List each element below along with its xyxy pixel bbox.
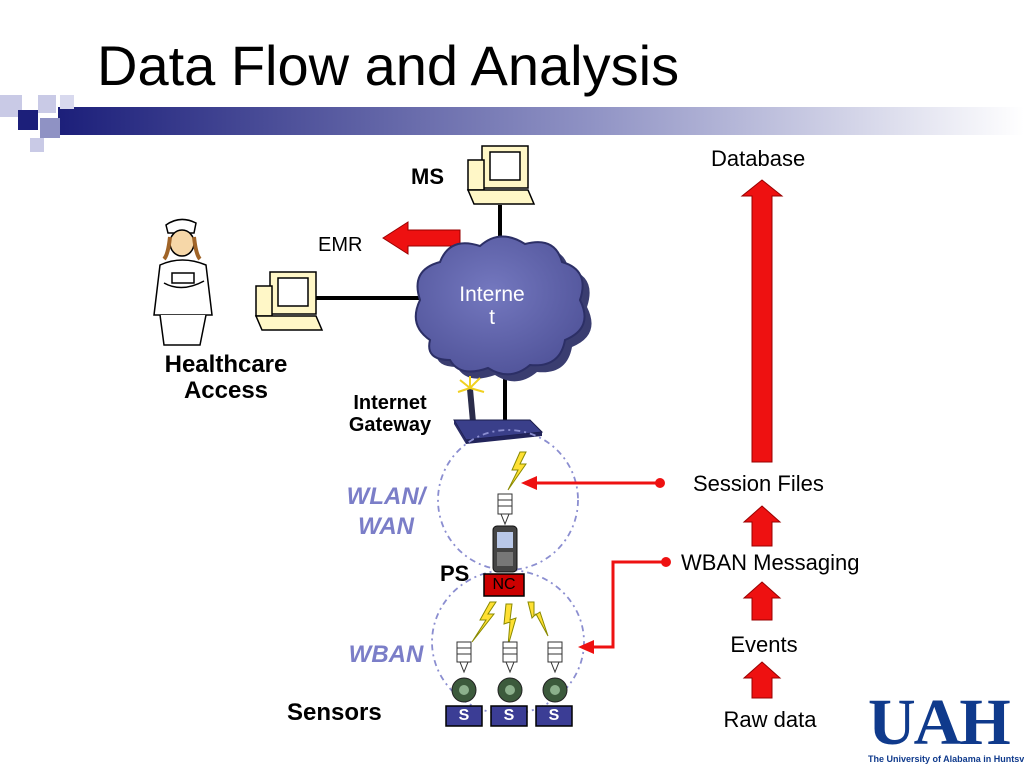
page-title: Data Flow and Analysis xyxy=(97,34,680,97)
healthcare-access-label: Healthcare Access xyxy=(146,351,306,405)
gateway-label-line1: Internet xyxy=(353,392,427,414)
pipeline-events: Events xyxy=(730,632,798,657)
wlan-label-line1: WLAN/ xyxy=(346,483,426,510)
pipeline-wban-messaging: WBAN Messaging xyxy=(681,550,860,575)
ps-label: PS xyxy=(440,561,470,586)
pipeline-raw-data: Raw data xyxy=(723,707,817,732)
transceiver-icons xyxy=(456,493,563,674)
pipeline-session-files: Session Files xyxy=(693,471,824,496)
internet-label-line1: Interne xyxy=(459,283,525,306)
sensor-label: S xyxy=(548,707,560,724)
gateway-router-icon xyxy=(453,376,544,444)
wlan-zone xyxy=(437,429,579,571)
uah-logo-subtitle: The University of Alabama in Huntsville xyxy=(868,754,1024,764)
ms-computer-icon xyxy=(466,145,536,205)
header-bar xyxy=(0,95,1024,152)
uah-logo-mark: UAH xyxy=(868,686,1011,759)
session-files-link xyxy=(521,476,665,490)
wlan-label-line2: WAN xyxy=(358,513,414,540)
sensor-label: S xyxy=(503,707,515,724)
wban-label: WBAN xyxy=(348,641,424,668)
sensors-label: Sensors xyxy=(287,699,382,726)
emr-arrow xyxy=(382,221,461,255)
pipeline-database: Database xyxy=(711,146,806,171)
internet-gateway-label: Internet Gateway xyxy=(330,392,450,436)
internet-label: Interne t xyxy=(442,283,542,329)
sensor-label: S xyxy=(458,707,470,724)
healthcare-label-line2: Access xyxy=(183,377,269,405)
nc-box xyxy=(483,573,525,597)
wban-messaging-link xyxy=(578,557,671,654)
emr-label: EMR xyxy=(318,234,363,256)
uah-logo: UAH The University of Alabama in Huntsvi… xyxy=(868,686,1024,765)
wlan-wan-label: WLAN/ WAN xyxy=(336,482,436,542)
sensor-device-icons xyxy=(445,677,573,727)
healthcare-computer-icon xyxy=(254,271,324,331)
internet-cloud xyxy=(414,235,592,382)
internet-label-line2: t xyxy=(489,306,495,330)
gateway-label-line2: Gateway xyxy=(348,414,432,436)
nc-label: NC xyxy=(492,576,516,593)
pda-device-icon xyxy=(492,525,518,573)
nurse-icon xyxy=(153,218,213,346)
wireless-signal-icons xyxy=(471,451,549,647)
ms-label: MS xyxy=(411,164,444,189)
pipeline-arrows xyxy=(740,179,784,699)
healthcare-label-line1: Healthcare xyxy=(164,351,288,378)
